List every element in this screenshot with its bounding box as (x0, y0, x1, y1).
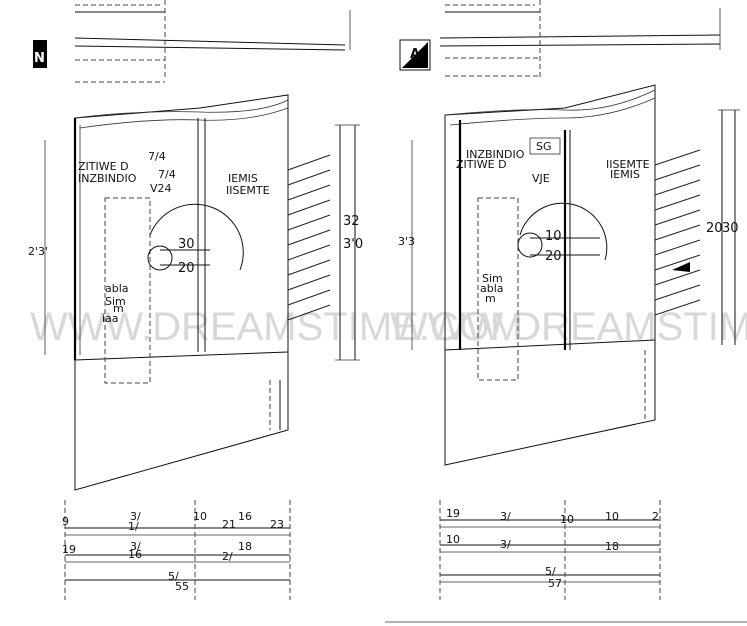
dim-right-b-right: 30 (722, 221, 739, 236)
table-label-right: Sim (482, 272, 503, 285)
bottom-dims-left: 9 3/ 1/ 10 21 16 23 19 3/ 16 2/ 18 5/ 55 (62, 500, 291, 600)
zone-a-right: ZITIWE D (456, 158, 507, 171)
table-label2-left: Sim (105, 295, 126, 308)
section-marker-left (33, 40, 47, 68)
dim-r1-6-left: 23 (270, 518, 284, 531)
angle-c-left: V24 (150, 182, 172, 195)
table-label3-right: m (485, 292, 496, 305)
dim-right-a-right: 20 (706, 221, 723, 236)
dim-right-a-left: 32 (343, 214, 360, 229)
wall-hatch-left (287, 154, 331, 321)
dim-left-left: 2'3' (28, 245, 48, 258)
wall-hatch-right (654, 149, 701, 316)
angle-b-left: 7/4 (158, 168, 176, 181)
dim-r2-4-left: 18 (238, 540, 252, 553)
dim-r1-2-right: 10 (560, 513, 574, 526)
table-label4-left: iaa (102, 312, 119, 325)
dim-r1-1-right: 3/ (500, 510, 511, 523)
dim-r1-4-left: 21 (222, 518, 236, 531)
watermark-right: WWW.DREAMSTIME.COM (390, 305, 747, 349)
section-marker-right (399, 39, 431, 71)
dim-r1-2-left: 1/ (128, 520, 139, 533)
dim-r1-0-left: 9 (62, 515, 69, 528)
zone-a2-right: INZBINDIO (466, 148, 525, 161)
left-view: N 32 3'0 2'3 (28, 0, 363, 600)
dim-r2-1-right: 3/ (500, 538, 511, 551)
ring-left (147, 245, 173, 271)
watermark: WWW.DREAMSTIME.COM (30, 305, 523, 349)
marker-label-right: A (410, 47, 420, 62)
dim-r1-4-right: 2 (652, 510, 659, 523)
dim-total-sub-left: 55 (175, 580, 189, 593)
dim-r1-5-left: 16 (238, 510, 252, 523)
dim-r2-2-left: 16 (128, 548, 142, 561)
zone-a-left: ZITIWE D (78, 160, 129, 173)
dim-r1-3-right: 10 (605, 510, 619, 523)
dim-total-sub-right: 57 (548, 577, 562, 590)
zone-b-left: IEMIS (228, 172, 258, 185)
table-outline-left (104, 197, 151, 384)
ring-top-left: 30 (178, 237, 195, 252)
dim-total-left: 5/ (168, 570, 179, 583)
zone-a2-left: INZBINDIO (78, 172, 137, 185)
zone-b2-right: IEMIS (610, 168, 640, 181)
table-label-left: abla (105, 282, 129, 295)
right-view: A 20 30 3'3 (398, 0, 740, 600)
dim-right-b-left: 3'0 (343, 237, 363, 252)
table-label2-right: abla (480, 282, 504, 295)
dim-r2-3-left: 2/ (222, 550, 233, 563)
side-tag-right: VJE (532, 172, 550, 185)
dim-r2-0-left: 19 (62, 543, 76, 556)
top-tag-right: SG (536, 140, 552, 153)
ring-right (517, 232, 543, 258)
dim-r1-3-left: 10 (193, 510, 207, 523)
top-tag-box-right (529, 137, 561, 155)
dim-total-right: 5/ (545, 565, 556, 578)
dim-r1-0-right: 19 (446, 507, 460, 520)
marker-label-left: N (34, 51, 45, 66)
zone-b-right: IISEMTE (606, 158, 650, 171)
ring-bottom-left: 20 (178, 261, 195, 276)
ring-bottom-right: 20 (545, 249, 562, 264)
dim-r2-1-left: 3/ (130, 540, 141, 553)
swing-arc-left (149, 203, 244, 271)
table-label3-left: m (113, 302, 124, 315)
dim-r1-1-left: 3/ (130, 510, 141, 523)
bottom-dims-right: 19 3/ 10 10 2 10 3/ 18 5/ 57 (439, 500, 661, 600)
zone-b2-left: IISEMTE (226, 184, 270, 197)
dim-left-right: 3'3 (398, 235, 415, 248)
dim-r2-2-right: 18 (605, 540, 619, 553)
angle-a-left: 7/4 (148, 150, 166, 163)
ring-top-right: 10 (545, 229, 562, 244)
dim-r2-0-right: 10 (446, 533, 460, 546)
table-outline-right (477, 197, 519, 381)
swing-arc-right (519, 202, 608, 261)
